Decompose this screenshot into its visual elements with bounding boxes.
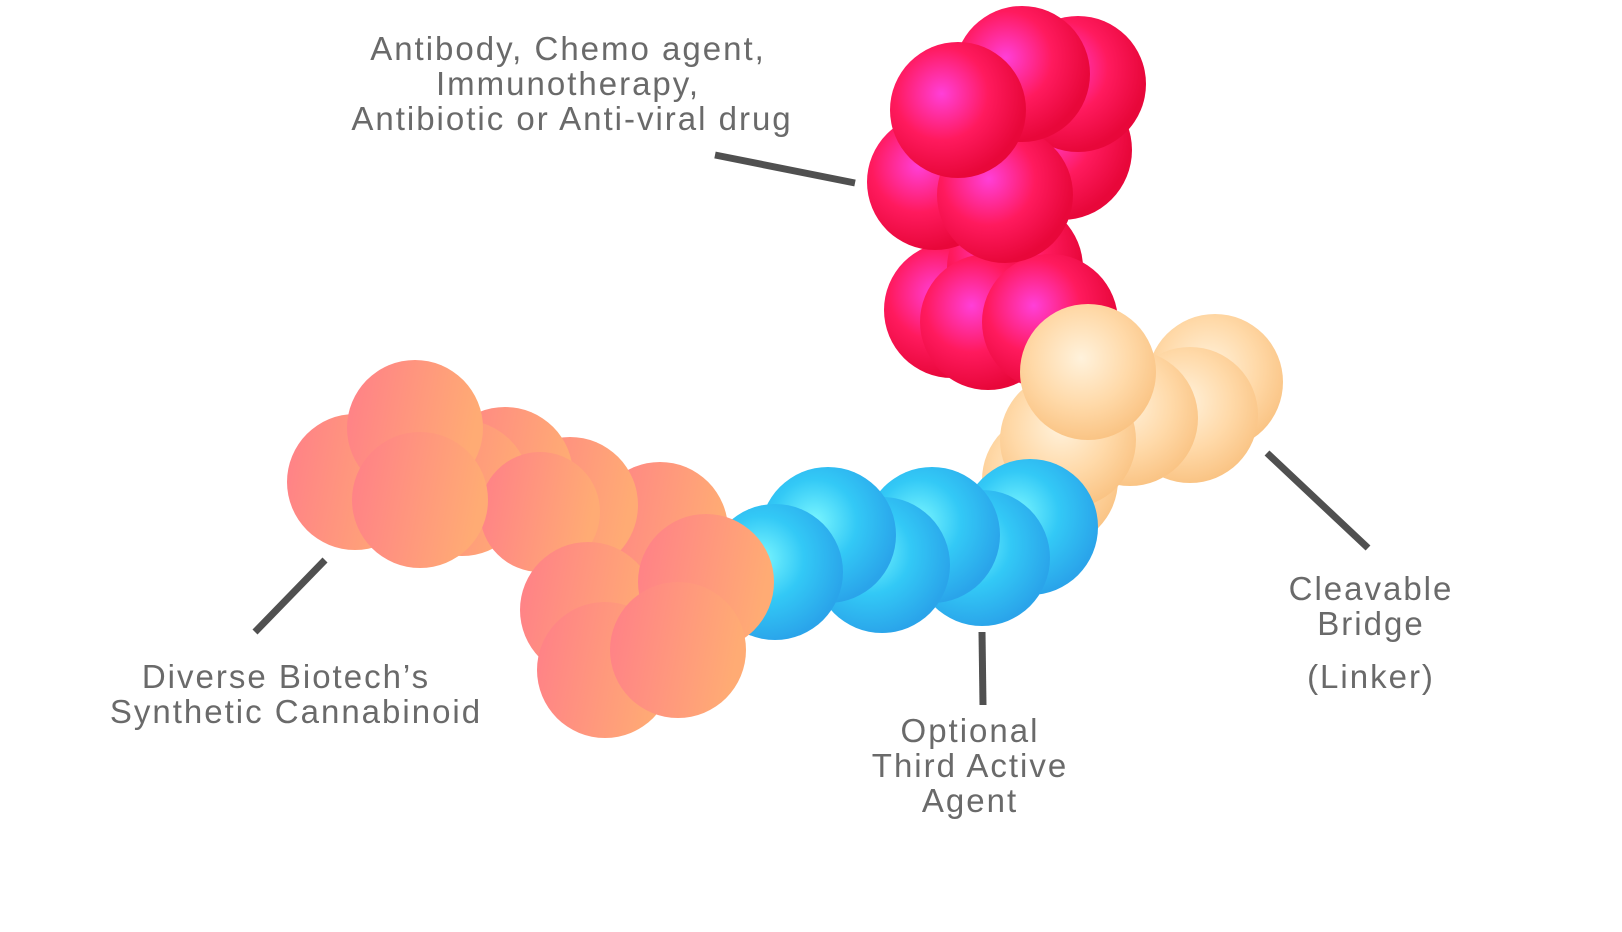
payload-label: Antibody, Chemo agent, Immunotherapy, An… [351,30,792,137]
cannabinoid-sphere [480,452,600,572]
cannabinoid-label: Diverse Biotech’s Synthetic Cannabinoid [110,658,482,730]
linker-label-line: (Linker) [1307,658,1435,695]
payload-label-line: Antibiotic or Anti-viral drug [351,100,792,137]
linker-label-line: Bridge [1317,605,1424,642]
third-agent-leader-line [978,631,987,706]
third-agent-label-line: Third Active [872,747,1068,784]
linker-sphere [1020,304,1156,440]
cannabinoid-label-line: Diverse Biotech’s [142,658,430,695]
third-agent-cluster [707,459,1098,640]
cannabinoid-label-line: Synthetic Cannabinoid [110,693,482,730]
payload-label-line: Immunotherapy, [436,65,700,102]
third-agent-label-line: Optional [901,712,1040,749]
cannabinoid-sphere [352,432,488,568]
linker-label-line: Cleavable [1289,570,1454,607]
payload-label-line: Antibody, Chemo agent, [370,30,766,67]
payload-sphere [890,42,1026,178]
cannabinoid-sphere [610,582,746,718]
third-agent-label-line: Agent [922,782,1018,819]
linker-leader-line [1264,450,1371,551]
linker-label: Cleavable Bridge (Linker) [1289,570,1454,695]
cannabinoid-leader-line [252,557,328,635]
payload-leader-line [714,151,856,187]
cannabinoid-cluster [287,360,774,738]
third-agent-label: Optional Third Active Agent [872,712,1068,819]
